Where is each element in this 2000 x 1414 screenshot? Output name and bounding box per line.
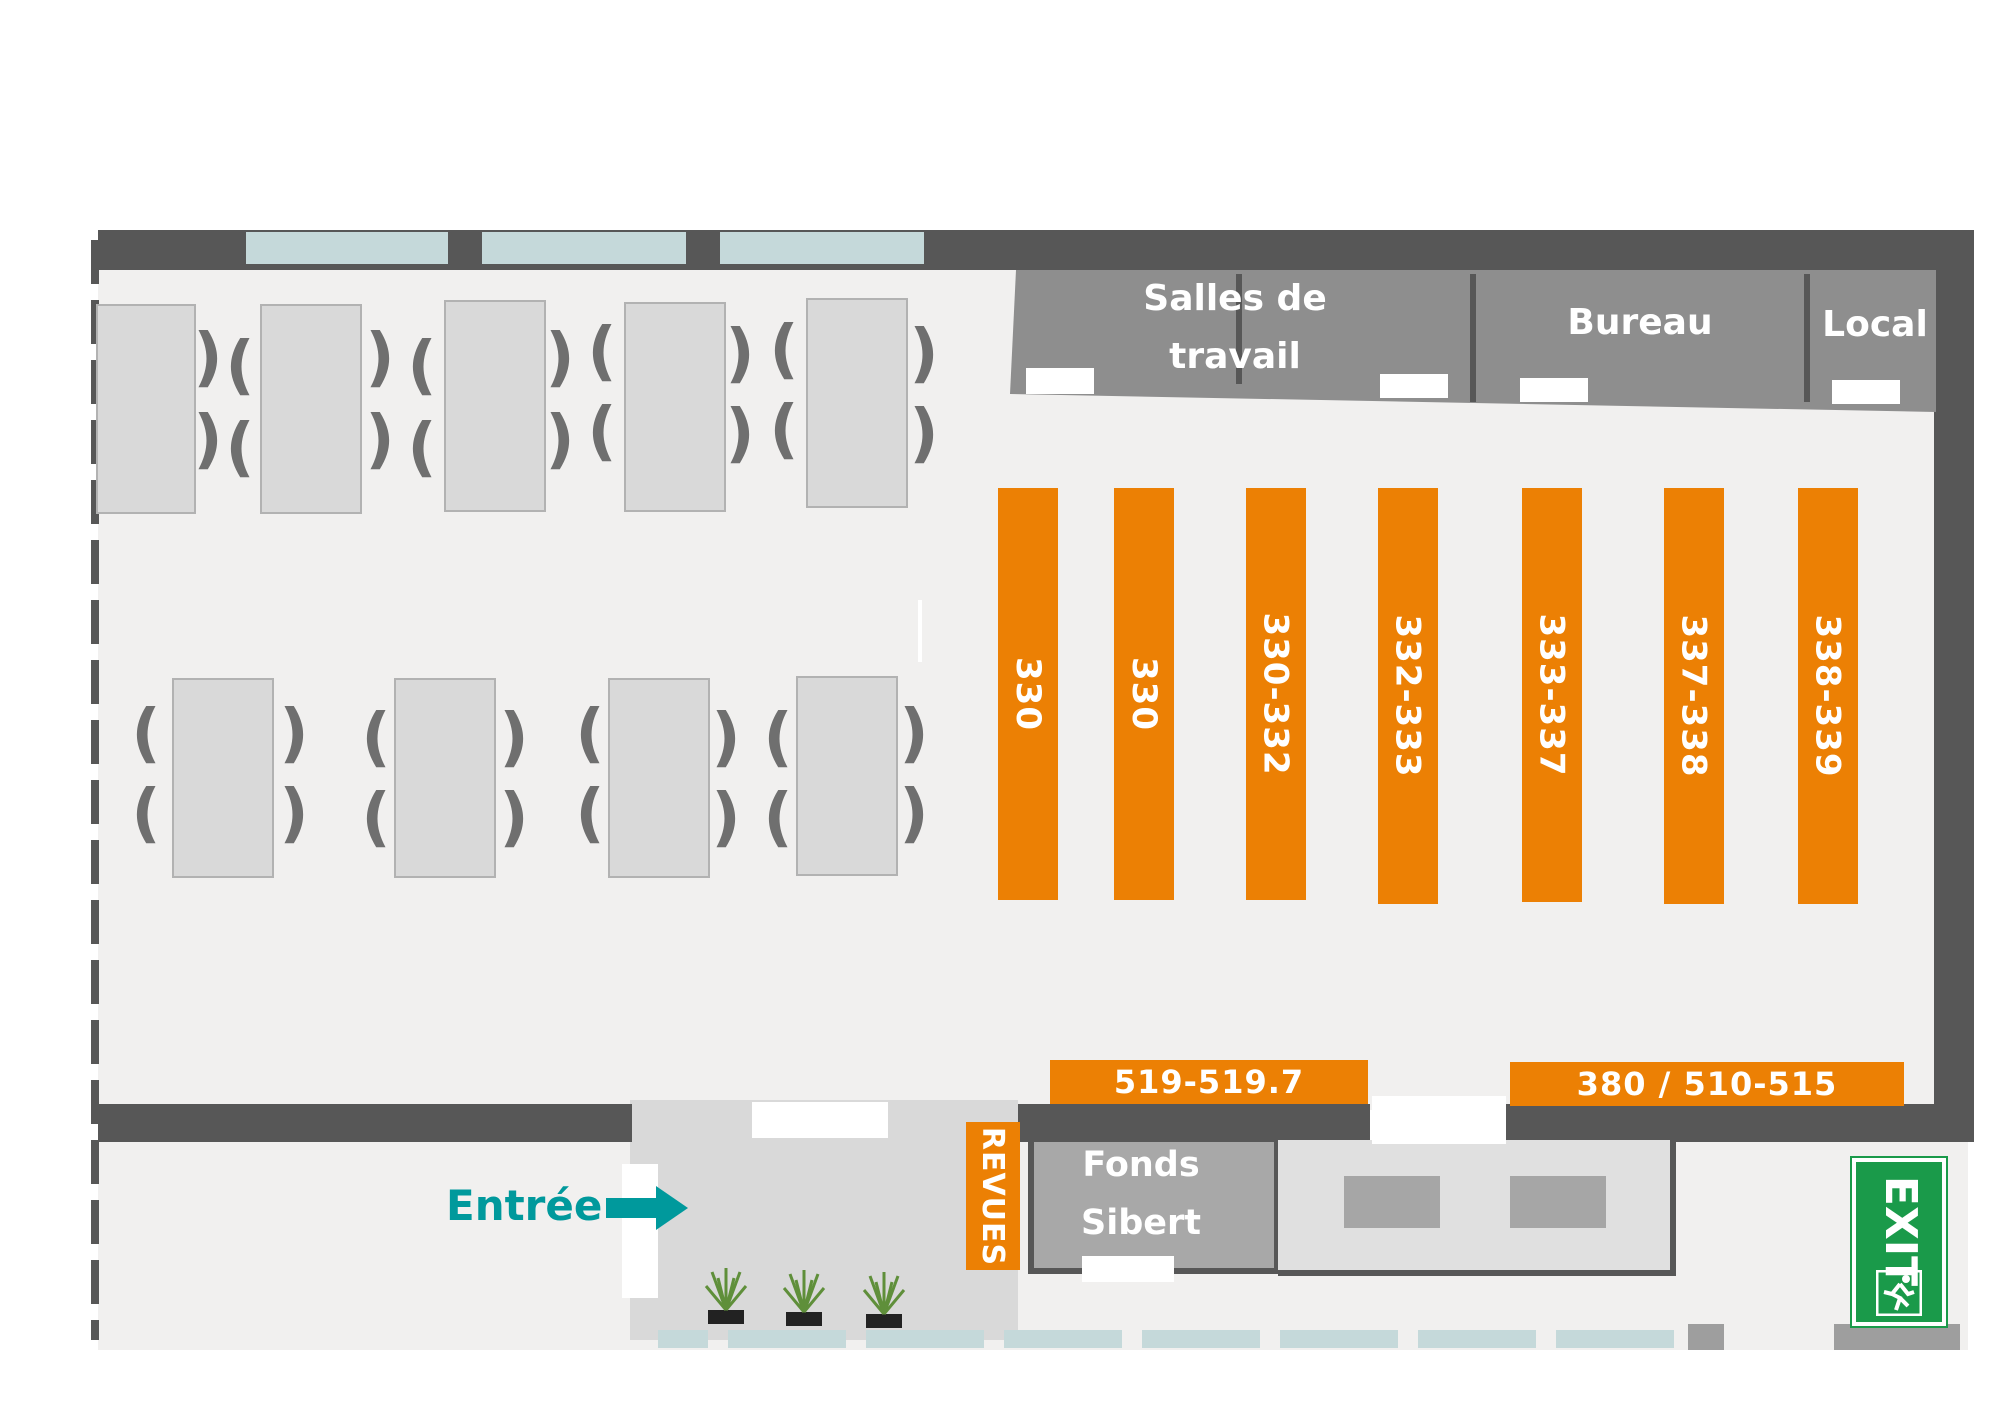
chair-icon: ( xyxy=(225,411,255,485)
window-top-1 xyxy=(246,232,448,264)
study-table xyxy=(394,678,496,878)
plant-icon xyxy=(704,1268,748,1324)
window-bottom-8 xyxy=(1556,1330,1674,1348)
shelf-380-510-515[interactable]: 380 / 510-515 xyxy=(1510,1062,1904,1106)
study-table xyxy=(796,676,898,876)
chair-icon: ( xyxy=(587,315,617,389)
shelf-333-337[interactable]: 333-337 xyxy=(1522,488,1582,902)
entrance-door xyxy=(622,1164,658,1298)
arrow-right-icon xyxy=(606,1186,688,1230)
shelf-332-333[interactable]: 332-333 xyxy=(1378,488,1438,904)
window-top-3 xyxy=(720,232,924,264)
entrance-hall xyxy=(630,1100,1018,1340)
service-counter-room xyxy=(1278,1140,1676,1276)
chair-icon: ( xyxy=(575,777,605,851)
entrance-label[interactable]: Entrée xyxy=(446,1181,603,1230)
chair-icon: ( xyxy=(769,313,799,387)
window-bottom-4 xyxy=(1004,1330,1122,1348)
chair-icon: ( xyxy=(361,701,391,775)
shelf-330-332[interactable]: 330-332 xyxy=(1246,488,1306,900)
chair-icon: ) xyxy=(279,777,309,851)
shelf-338-339[interactable]: 338-339 xyxy=(1798,488,1858,904)
chair-icon: ( xyxy=(131,777,161,851)
chair-icon: ) xyxy=(193,403,223,477)
door-opening xyxy=(1372,1096,1506,1144)
counter xyxy=(1510,1176,1606,1228)
chair-icon: ) xyxy=(899,777,929,851)
door-opening xyxy=(752,1102,888,1138)
chair-icon: ) xyxy=(711,781,741,855)
running-man-icon xyxy=(1876,1270,1922,1316)
chair-icon: ( xyxy=(575,697,605,771)
chair-icon: ) xyxy=(499,701,529,775)
counter xyxy=(1344,1176,1440,1228)
room-bureau[interactable]: Bureau xyxy=(1567,302,1713,343)
chair-icon: ( xyxy=(763,781,793,855)
pillar-marker xyxy=(918,600,922,662)
chair-icon: ) xyxy=(193,321,223,395)
left-dashed-wall xyxy=(91,240,99,1340)
chair-icon: ) xyxy=(365,321,395,395)
chair-icon: ) xyxy=(365,403,395,477)
chair-icon: ) xyxy=(899,697,929,771)
chair-icon: ) xyxy=(725,397,755,471)
study-table xyxy=(608,678,710,878)
chair-icon: ) xyxy=(909,317,939,391)
chair-icon: ) xyxy=(725,317,755,391)
chair-icon: ( xyxy=(769,393,799,467)
window-bottom-6 xyxy=(1280,1330,1398,1348)
chair-icon: ( xyxy=(361,781,391,855)
plant-icon xyxy=(862,1272,906,1328)
room-local[interactable]: Local xyxy=(1822,304,1928,345)
fonds-sibert-room[interactable] xyxy=(1028,1136,1280,1274)
chair-icon: ( xyxy=(407,411,437,485)
study-table xyxy=(172,678,274,878)
study-table xyxy=(96,304,196,514)
chair-icon: ( xyxy=(407,329,437,403)
fonds-sibert-door xyxy=(1082,1256,1174,1282)
room-salles-de-travail[interactable]: Salles de travail xyxy=(1143,278,1327,377)
window-bottom-3 xyxy=(866,1330,984,1348)
exit-sign: EXIT xyxy=(1850,1156,1948,1328)
rooms-block xyxy=(1010,270,1936,412)
window-bottom-1 xyxy=(658,1330,708,1348)
chair-icon: ( xyxy=(763,701,793,775)
shelf-330-b[interactable]: 330 xyxy=(1114,488,1174,900)
chair-icon: ) xyxy=(279,697,309,771)
chair-icon: ) xyxy=(545,321,575,395)
chair-icon: ) xyxy=(711,701,741,775)
study-table xyxy=(806,298,908,508)
exit-door-frame-left xyxy=(1688,1324,1724,1350)
chair-icon: ) xyxy=(909,397,939,471)
wall-bottom-mid xyxy=(1018,1104,1370,1142)
shelf-revues[interactable]: REVUES xyxy=(966,1122,1020,1270)
wall-bottom-right xyxy=(1504,1104,1974,1142)
study-table xyxy=(260,304,362,514)
window-top-2 xyxy=(482,232,686,264)
exit-door-frame-right xyxy=(1834,1324,1960,1350)
window-bottom-2 xyxy=(728,1330,846,1348)
study-table xyxy=(444,300,546,512)
wall-right xyxy=(1934,230,1974,1142)
window-bottom-7 xyxy=(1418,1330,1536,1348)
chair-icon: ( xyxy=(587,395,617,469)
chair-icon: ( xyxy=(225,329,255,403)
chair-icon: ( xyxy=(131,697,161,771)
fonds-sibert-label: Fonds Sibert xyxy=(1081,1145,1201,1243)
study-table xyxy=(624,302,726,512)
wall-bottom-left xyxy=(98,1104,632,1142)
shelf-337-338[interactable]: 337-338 xyxy=(1664,488,1724,904)
chair-icon: ) xyxy=(545,403,575,477)
shelf-519-519-7[interactable]: 519-519.7 xyxy=(1050,1060,1368,1104)
shelf-330-a[interactable]: 330 xyxy=(998,488,1058,900)
window-bottom-5 xyxy=(1142,1330,1260,1348)
chair-icon: ) xyxy=(499,781,529,855)
plant-icon xyxy=(782,1270,826,1326)
